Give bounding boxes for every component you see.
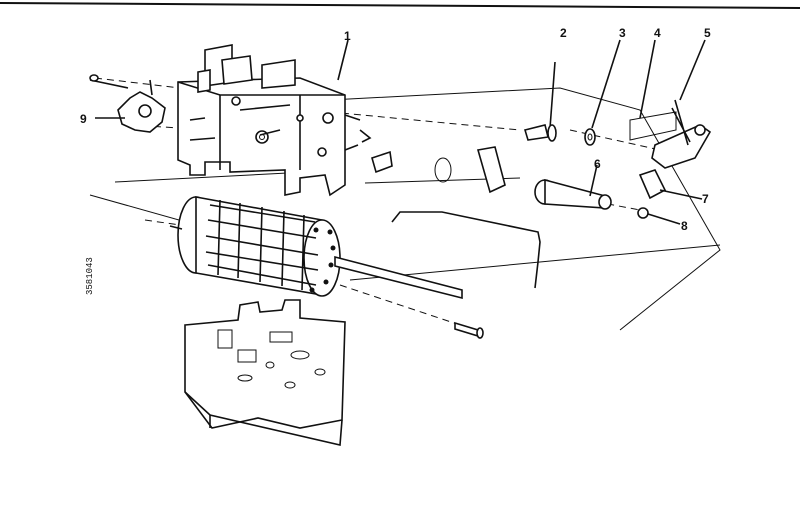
callout-8: 8 — [681, 219, 688, 233]
frame-bracket-assembly — [177, 44, 361, 197]
callout-5: 5 — [704, 26, 711, 40]
callout-6: 6 — [594, 157, 601, 171]
bottom-cover — [184, 299, 346, 446]
switch-plate-part-9 — [89, 74, 166, 133]
callout-3: 3 — [619, 26, 626, 40]
sleeve-part-6 — [534, 164, 612, 210]
callout-1: 1 — [344, 29, 351, 43]
drum-shaft — [169, 225, 463, 300]
clip-part-7 — [638, 169, 703, 200]
top-border-rule — [0, 2, 800, 9]
linkage-wire — [391, 211, 541, 289]
callout-4: 4 — [654, 26, 661, 40]
callout-9: 9 — [80, 112, 87, 126]
ring-part-8 — [637, 207, 681, 225]
drawing-code: 3581043 — [85, 257, 95, 295]
leader-1 — [337, 39, 349, 81]
washer-part-3 — [584, 39, 621, 146]
lever-part-5 — [651, 39, 712, 169]
pin-part-2 — [523, 61, 557, 142]
projection-plane — [89, 87, 721, 331]
callout-2: 2 — [560, 26, 567, 40]
callout-7: 7 — [702, 192, 709, 206]
center-brackets — [359, 129, 506, 194]
timer-drum — [177, 196, 341, 297]
screw — [454, 321, 484, 339]
plate-part-4 — [629, 39, 677, 141]
